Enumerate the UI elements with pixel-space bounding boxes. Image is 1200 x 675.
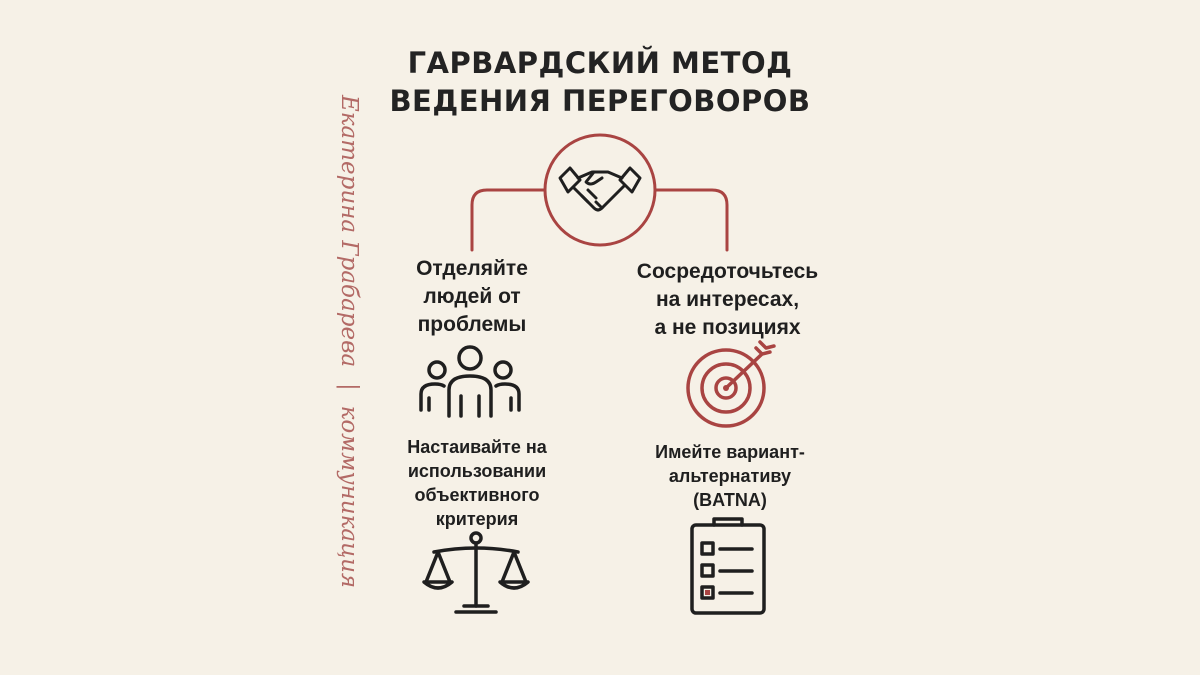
principle-1-line: Отделяйте <box>416 257 528 280</box>
scales-icon <box>422 531 530 614</box>
principle-3-label: Настаивайте на использовании объективног… <box>372 435 582 531</box>
principle-3-line: критерия <box>435 509 519 529</box>
center-circle <box>543 133 657 247</box>
connector-line <box>470 188 729 252</box>
author-topic: коммуникация <box>336 405 362 589</box>
page-title: ГАРВАРДСКИЙ МЕТОД ВЕДЕНИЯ ПЕРЕГОВОРОВ <box>300 44 900 120</box>
principle-4-label: Имейте вариант- альтернативу (BATNA) <box>630 440 830 512</box>
people-group-icon <box>419 345 521 418</box>
principle-3-line: использовании <box>407 461 547 481</box>
handshake-icon <box>558 166 642 212</box>
principle-4-line: альтернативу <box>668 466 792 486</box>
principle-1-line: людей от <box>423 285 521 308</box>
principle-1-line: проблемы <box>417 313 527 336</box>
principle-3-line: Настаивайте на <box>407 437 547 457</box>
title-line-2: ВЕДЕНИЯ ПЕРЕГОВОРОВ <box>389 84 811 118</box>
principle-4-line: Имейте вариант- <box>655 442 805 462</box>
title-line-1: ГАРВАРДСКИЙ МЕТОД <box>407 46 793 80</box>
author-separator: | <box>336 382 362 391</box>
principle-2-line: а не позициях <box>654 316 801 339</box>
author-name: Екатерина Грабарева <box>336 95 362 368</box>
author-vertical-text: Екатерина Грабарева | коммуникация <box>334 95 364 588</box>
target-arrow-icon <box>686 340 776 428</box>
principle-4-line: (BATNA) <box>693 490 767 510</box>
principle-2-line: Сосредоточьтесь <box>636 260 819 283</box>
clipboard-checklist-icon <box>690 517 766 615</box>
principle-3-line: объективного <box>414 485 540 505</box>
principle-2-label: Сосредоточьтесь на интересах, а не позиц… <box>615 258 840 342</box>
principle-1-label: Отделяйте людей от проблемы <box>367 255 577 339</box>
principle-2-line: на интересах, <box>655 288 800 311</box>
